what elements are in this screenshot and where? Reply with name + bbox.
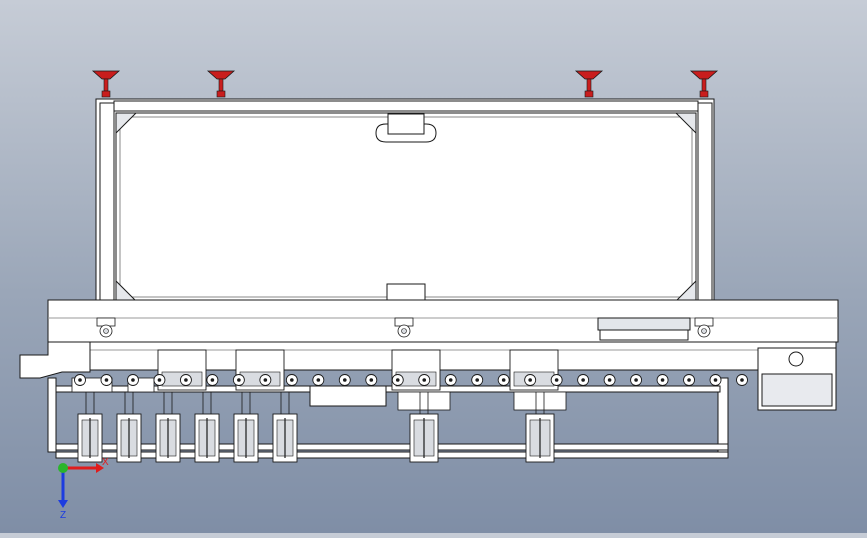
floor-rail-2 (55, 451, 729, 459)
z-axis-arrowhead (58, 500, 68, 508)
actuator-cylinder (155, 392, 181, 463)
conveyor-roller (550, 374, 563, 386)
conveyor-roller (683, 374, 695, 386)
leveling-foot-icon (91, 70, 121, 98)
conveyor-roller (656, 374, 669, 386)
conveyor-roller (312, 374, 325, 386)
actuator-frame (513, 391, 567, 411)
conveyor-roller (100, 374, 113, 386)
hood-mount (694, 317, 714, 338)
actuator-frame (397, 391, 451, 411)
conveyor-roller (524, 374, 537, 386)
conveyor-roller (471, 374, 484, 386)
conveyor-roller (577, 374, 590, 386)
top-beam (113, 100, 699, 112)
conveyor-roller (206, 374, 219, 386)
base-body (19, 299, 839, 459)
conveyor-roller (630, 374, 643, 386)
leveling-foot-icon (206, 70, 236, 98)
hood-mount (394, 317, 414, 338)
hood-mount (96, 317, 116, 338)
axis-triad: X Z (58, 457, 109, 521)
conveyor-roller (418, 374, 431, 386)
conveyor-roller (603, 374, 616, 386)
left-column (99, 102, 115, 314)
actuator-cylinder (77, 392, 103, 463)
conveyor-roller (259, 374, 272, 386)
conveyor-roller (365, 374, 378, 386)
base-top-plate (47, 299, 839, 343)
x-axis-label: X (102, 457, 109, 468)
conveyor-roller (179, 374, 192, 386)
infeed-chute (19, 341, 91, 379)
actuator-cylinder (272, 392, 298, 463)
leveling-feet (91, 70, 719, 98)
conveyor-rollers (74, 374, 748, 386)
lower-rail (55, 385, 721, 393)
x-axis-arrowhead (96, 463, 104, 473)
right-column (697, 102, 713, 314)
top-mounts (96, 317, 714, 338)
actuator-cylinder (233, 392, 259, 463)
conveyor-roller (338, 374, 351, 386)
actuator-cylinders (77, 391, 567, 463)
conveyor-roller (153, 374, 166, 386)
conveyor-roller (736, 374, 748, 386)
actuator-cylinder (409, 392, 439, 463)
z-axis-label: Z (60, 510, 66, 521)
conveyor-roller (497, 374, 510, 386)
actuator-cylinder (194, 392, 220, 463)
actuator-cylinder (525, 392, 555, 463)
clamp-blocks (71, 349, 559, 393)
sensor-bracket (597, 317, 691, 331)
actuator-cylinder (116, 392, 142, 463)
upper-frame (95, 98, 715, 318)
conveyor-roller (127, 374, 139, 386)
label-plate (309, 385, 387, 407)
conveyor-roller (391, 374, 404, 386)
conveyor-roller (232, 374, 245, 386)
leveling-foot-icon (574, 70, 604, 98)
control-indicator-icon (788, 351, 804, 367)
conveyor-roller (285, 374, 298, 386)
floor-rail-1 (55, 443, 729, 451)
left-leg (47, 377, 57, 453)
y-axis-origin-icon (58, 463, 68, 473)
conveyor-roller (444, 374, 457, 386)
base-mid-rail (89, 341, 837, 371)
conveyor-roller (74, 374, 86, 386)
leveling-foot-icon (689, 70, 719, 98)
conveyor-roller (709, 374, 722, 386)
